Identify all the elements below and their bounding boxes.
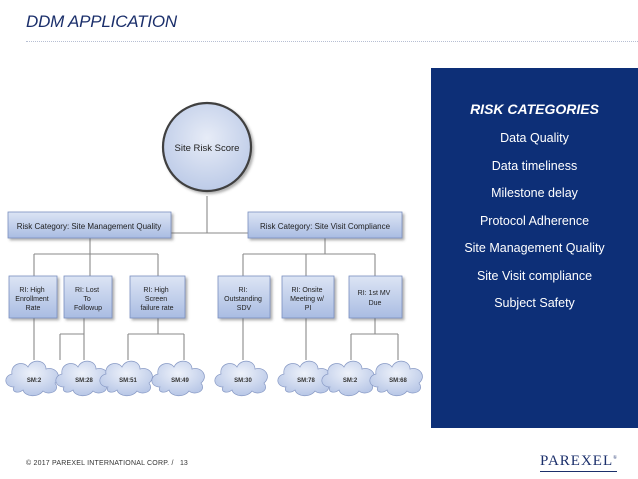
indicator-line: failure rate: [140, 305, 173, 312]
panel-heading: RISK CATEGORIES: [470, 101, 599, 117]
parexel-logo: PAREXEL®: [540, 453, 617, 472]
category-node-site-visit: Risk Category: Site Visit Compliance: [247, 211, 403, 239]
site-cloud: SM:51: [99, 360, 153, 397]
indicator-high-screen-failure: RI: High Screen failure rate: [129, 275, 186, 319]
category-label: Risk Category: Site Visit Compliance: [260, 222, 391, 231]
indicator-first-mv-due: RI: 1st MV Due: [348, 275, 403, 319]
site-label: SM:78: [297, 378, 315, 384]
indicator-line: RI: High: [19, 287, 44, 294]
indicator-line: RI: 1st MV: [358, 290, 391, 297]
registered-mark: ®: [613, 456, 617, 461]
indicator-line: PI: [305, 305, 312, 312]
indicator-line: Rate: [26, 305, 41, 312]
indicator-line: SDV: [237, 305, 252, 312]
risk-hierarchy-diagram: Site Risk Score Risk Category: Site Mana…: [5, 101, 423, 397]
list-item: Data timeliness: [491, 158, 578, 173]
site-cloud: SM:78: [277, 360, 331, 397]
site-label: SM:49: [171, 378, 189, 384]
page-number: 13: [180, 460, 188, 467]
indicator-line: RI: High: [143, 287, 168, 294]
site-cloud: SM:28: [55, 360, 109, 397]
site-label: SM:68: [389, 378, 407, 384]
site-label: SM:2: [27, 378, 42, 384]
svg-text:RI: Onsite Meeting w/: RI: Onsite Meeting w/ PI: [290, 287, 326, 312]
svg-text:RI: Outstanding SD: RI: Outstanding SDV: [224, 287, 264, 312]
svg-text:RI: High Screen fa: RI: High Screen failure rate: [140, 287, 173, 312]
indicator-onsite-meeting: RI: Onsite Meeting w/ PI: [281, 275, 335, 319]
indicator-line: RI:: [239, 287, 248, 294]
site-cloud: SM:68: [369, 360, 423, 397]
indicator-line: Followup: [74, 305, 102, 312]
category-label: Risk Category: Site Management Quality: [17, 222, 162, 231]
indicator-line: To: [83, 296, 91, 303]
list-item: Milestone delay: [491, 186, 578, 200]
root-node-label: Site Risk Score: [175, 143, 240, 154]
indicator-lost-to-followup: RI: Lost To Followup: [63, 275, 113, 319]
svg-text:RI: High Enrollment: RI: High Enrollment Rate: [15, 287, 50, 312]
slide-title: DDM APPLICATION: [26, 12, 177, 31]
indicator-line: Meeting w/: [290, 296, 324, 303]
logo-text: PAREXEL: [540, 453, 614, 469]
title-divider: [26, 41, 638, 42]
svg-text:RI: 1st MV Due: RI: 1st MV Due: [358, 290, 393, 307]
site-cloud: SM:30: [214, 360, 268, 397]
indicator-line: Screen: [145, 296, 167, 303]
list-item: Site Visit compliance: [476, 268, 593, 283]
indicator-line: RI: Onsite: [291, 287, 322, 294]
list-item: Site Management Quality: [464, 241, 605, 255]
indicator-line: Outstanding: [224, 296, 262, 303]
category-node-site-management: Risk Category: Site Management Quality: [7, 211, 172, 239]
risk-categories-panel: RISK CATEGORIES Data Quality Data timeli…: [431, 68, 638, 428]
list-item: Subject Safety: [494, 296, 575, 310]
risk-category-list: Data Quality Data timeliness Milestone d…: [431, 125, 638, 318]
site-label: SM:2: [343, 378, 358, 384]
indicator-high-enrollment: RI: High Enrollment Rate: [8, 275, 58, 319]
indicator-line: Due: [369, 300, 382, 307]
root-node: Site Risk Score: [161, 101, 253, 193]
site-label: SM:30: [234, 378, 252, 384]
svg-text:RI: Lost To Follow: RI: Lost To Followup: [74, 287, 102, 312]
list-item: Data Quality: [500, 131, 569, 145]
site-label: SM:28: [75, 378, 93, 384]
indicator-line: Enrollment: [15, 296, 49, 303]
site-cloud: SM:2: [5, 360, 59, 397]
indicator-line: RI: Lost: [75, 287, 99, 294]
copyright-notice: © 2017 PAREXEL INTERNATIONAL CORP. /: [26, 460, 174, 467]
site-cloud: SM:2: [321, 360, 375, 397]
site-label: SM:51: [119, 378, 137, 384]
site-cloud: SM:49: [151, 360, 205, 397]
list-item: Protocol Adherence: [479, 213, 590, 228]
indicator-outstanding-sdv: RI: Outstanding SDV: [217, 275, 271, 319]
